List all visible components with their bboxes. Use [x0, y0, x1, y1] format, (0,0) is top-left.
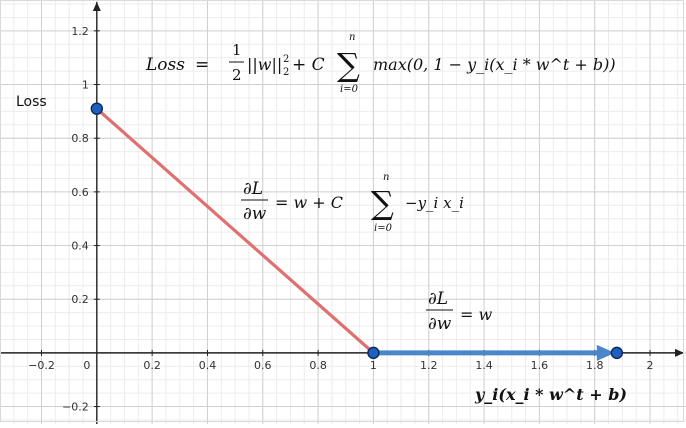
data-point: [90, 102, 104, 115]
point-layer: [90, 102, 624, 360]
x-tick-label: 1.6: [531, 359, 549, 372]
grad-right-rhs: = w: [460, 305, 492, 324]
y-tick-label: 1.2: [71, 25, 89, 38]
y-axis-label: Loss: [16, 94, 47, 110]
y-tick-label: 0.2: [71, 293, 89, 306]
y-axis-arrowhead: [92, 2, 101, 11]
loss-formula-lhs: Loss: [145, 55, 185, 75]
grad-left-sum-bottom: i=0: [374, 223, 393, 234]
grad-left-body: −y_i x_i: [405, 194, 464, 212]
x-axis-arrowhead: [675, 348, 684, 357]
series-layer: [95, 107, 615, 361]
x-axis-label: y_i(x_i * w^t + b): [474, 385, 627, 404]
loss-formula-norm-sup: 2: [283, 54, 289, 65]
y-tick-label: 0.6: [71, 186, 89, 199]
series-arrow-head: [596, 344, 615, 361]
x-tick-label: 0.8: [309, 359, 327, 372]
x-tick-label: 0.4: [199, 359, 217, 372]
x-tick-label: 1.8: [586, 359, 604, 372]
tick-labels: 4−0.200.20.40.60.811.21.41.61.822−0.20.2…: [28, 25, 654, 414]
x-tick-label: −0.2: [28, 359, 55, 372]
x-tick-label: 1.2: [420, 359, 438, 372]
data-point: [367, 346, 380, 360]
loss-formula-sum: ∑: [337, 46, 360, 84]
grad-left-sum-top: n: [383, 172, 389, 183]
x-tick-label: 0: [83, 359, 90, 372]
grad-left-num: ∂L: [243, 179, 263, 199]
x-tick-label: 1.4: [475, 359, 493, 372]
gradient-formula-right: ∂L ∂w = w: [426, 289, 492, 334]
loss-formula-eq: =: [195, 55, 209, 75]
grad-left-sum: ∑: [371, 184, 394, 222]
loss-formula-norm: ||w||: [247, 55, 282, 74]
loss-formula-norm-sub: 2: [283, 67, 289, 78]
series-line-0: [95, 107, 376, 355]
y-tick-label: 0.4: [71, 240, 89, 253]
x-tick-label: 2: [647, 359, 654, 372]
x-tick-label: 1: [370, 359, 377, 372]
grad-left-rhs: = w + C: [275, 193, 343, 212]
y-tick-label: 1: [82, 79, 89, 92]
grad-right-num: ∂L: [428, 289, 448, 309]
loss-formula-sum-top: n: [349, 32, 355, 43]
loss-formula-body: max(0, 1 − y_i(x_i * w^t + b)): [373, 55, 616, 74]
grad-left-den: ∂w: [243, 204, 267, 224]
gradient-formula-left: ∂L ∂w = w + C n ∑ i=0 −y_i x_i: [241, 172, 464, 234]
loss-formula: Loss = 1 2 ||w|| 2 2 + C n ∑ i=0 max(0, …: [145, 32, 616, 95]
y-tick-label: −0.2: [62, 401, 89, 414]
grad-right-den: ∂w: [428, 314, 452, 334]
loss-formula-frac-den: 2: [232, 66, 242, 84]
loss-formula-plus-c: + C: [292, 55, 325, 75]
data-point: [610, 346, 624, 360]
x-tick-label: 0.6: [254, 359, 272, 372]
loss-formula-sum-bottom: i=0: [340, 84, 359, 95]
x-tick-label: 0.2: [143, 359, 161, 372]
loss-formula-frac-num: 1: [232, 41, 242, 59]
y-tick-label: 0.8: [71, 132, 89, 145]
